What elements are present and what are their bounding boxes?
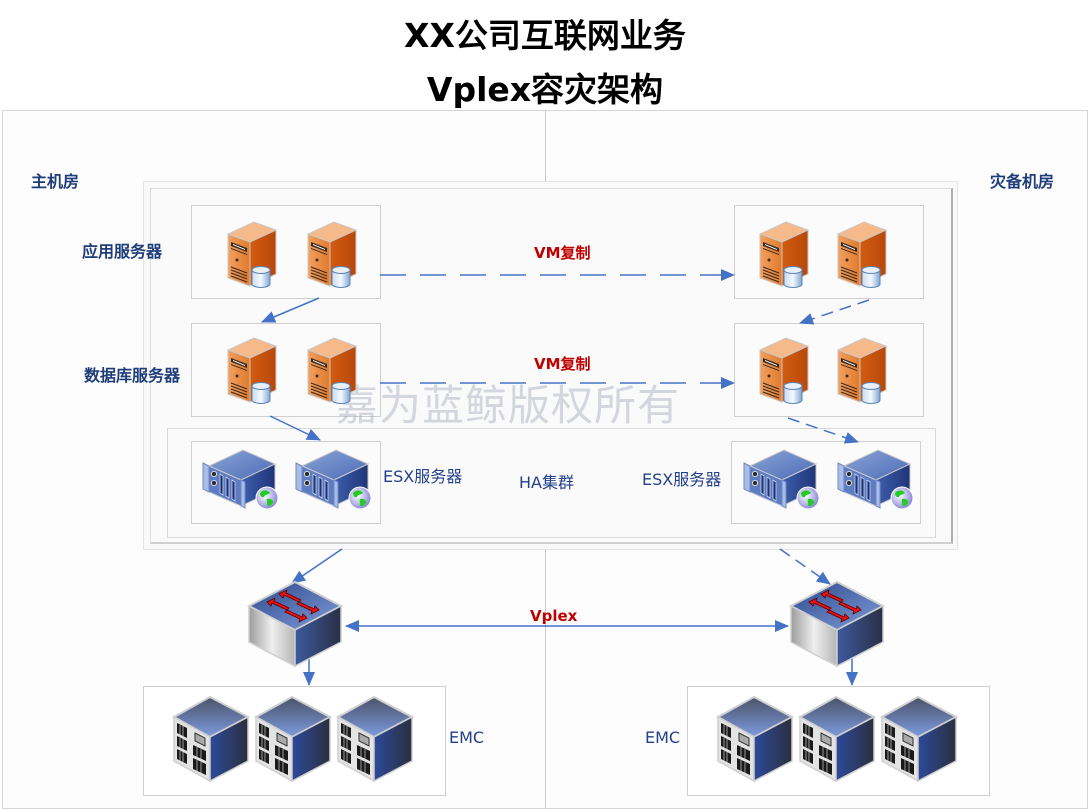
primary-esx-rack-server-icon — [199, 446, 281, 516]
primary-app-server-icon — [224, 220, 282, 292]
primary-emc-storage-array-icon — [171, 693, 251, 787]
primary-database-server-icon — [304, 336, 362, 408]
backup-esx-rack-server-icon — [740, 446, 822, 516]
diagram-title-line-1: XX公司互联网业务 — [404, 16, 686, 55]
primary-vplex-switch-icon — [243, 578, 347, 674]
primary-emc-storage-array-icon — [253, 693, 333, 787]
vplex-link-label: Vplex — [530, 607, 578, 625]
db-replication-label: VM复制 — [534, 355, 591, 373]
backup-emc-label: EMC — [645, 728, 681, 747]
backup-esx-label: ESX服务器 — [642, 470, 722, 489]
primary-esx-label: ESX服务器 — [383, 467, 463, 486]
primary-emc-label: EMC — [449, 728, 485, 747]
app-replication-label: VM复制 — [534, 244, 591, 262]
backup-app-server-icon — [834, 220, 892, 292]
backup-database-server-icon — [834, 336, 892, 408]
backup-room-label: 灾备机房 — [990, 172, 1055, 191]
primary-emc-storage-array-icon — [335, 693, 415, 787]
primary-database-server-icon — [224, 336, 282, 408]
backup-app-server-icon — [756, 220, 814, 292]
backup-vplex-switch-icon — [785, 578, 889, 674]
backup-emc-storage-array-icon — [797, 693, 877, 787]
diagram-title-line-2: Vplex容灾架构 — [426, 70, 664, 109]
primary-room-label: 主机房 — [31, 172, 80, 191]
ha-cluster-label: HA集群 — [519, 473, 574, 492]
backup-emc-storage-array-icon — [715, 693, 795, 787]
primary-esx-rack-server-icon — [292, 446, 374, 516]
app-server-label: 应用服务器 — [82, 242, 163, 261]
db-server-label: 数据库服务器 — [84, 366, 181, 385]
backup-emc-storage-array-icon — [879, 693, 959, 787]
backup-esx-rack-server-icon — [834, 446, 916, 516]
backup-database-server-icon — [756, 336, 814, 408]
primary-app-server-icon — [304, 220, 362, 292]
